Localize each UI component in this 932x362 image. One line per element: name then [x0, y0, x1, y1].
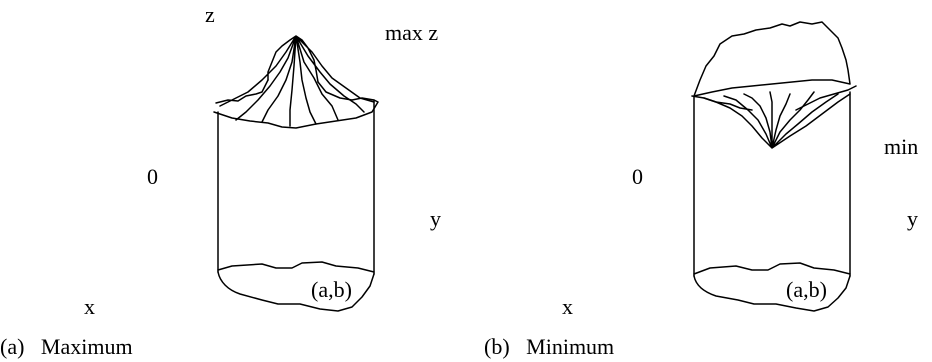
origin-label: 0: [632, 164, 643, 189]
min-label: min: [884, 134, 918, 159]
z-axis-label: z: [205, 2, 215, 27]
panel-minimum: min 0 y x (a,b) (b) Minimum: [484, 21, 918, 359]
domain-base-outline: [217, 261, 375, 312]
y-axis-label: y: [430, 206, 441, 231]
point-label: (a,b): [786, 277, 827, 302]
surface-top-outline: [693, 21, 851, 97]
x-axis-label: x: [562, 294, 573, 319]
valley-contours: [703, 91, 851, 149]
y-axis-label: y: [907, 206, 918, 231]
surface-rim: [691, 85, 857, 111]
x-axis-label: x: [84, 294, 95, 319]
caption-maximum: (a) Maximum: [0, 334, 133, 359]
peak-contours: [219, 35, 375, 127]
caption-minimum: (b) Minimum: [484, 334, 614, 359]
panel-maximum: z max z 0 y x (a,b) (a) Maximum: [0, 2, 441, 359]
surface-rim: [213, 79, 379, 129]
max-z-label: max z: [385, 20, 438, 45]
origin-label: 0: [147, 164, 158, 189]
domain-base-outline: [693, 262, 851, 312]
point-label: (a,b): [311, 277, 352, 302]
